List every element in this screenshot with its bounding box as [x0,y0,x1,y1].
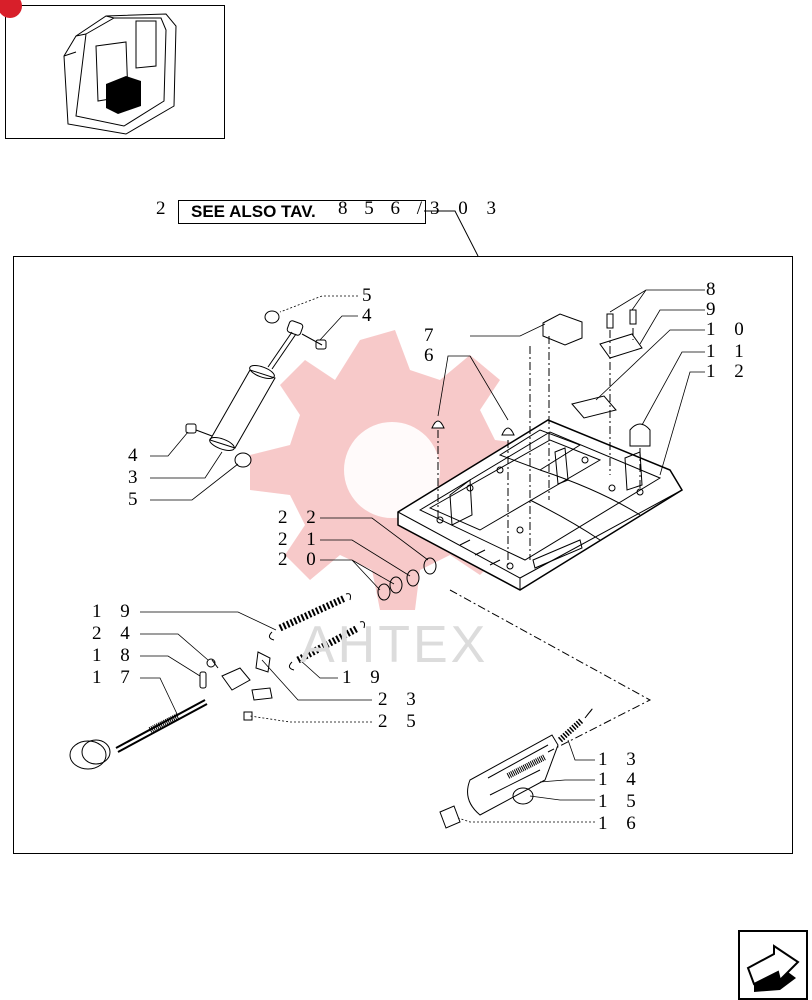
callout-19-right: 1 9 [342,667,387,688]
callout-6: 6 [424,345,441,366]
callout-12: 1 2 [706,361,751,382]
callout-16: 1 6 [598,813,643,834]
callout-22: 2 2 [278,507,323,528]
callout-15: 1 5 [598,791,643,812]
callout-19-left: 1 9 [92,601,137,622]
next-page-button[interactable] [738,930,808,1000]
callout-4-top: 4 [362,305,379,326]
callout-4-bottom: 4 [128,445,145,466]
reference-prefix: 2 [156,198,172,219]
exploded-view-frame [13,256,793,854]
page-badge [0,0,22,18]
cab-thumbnail-icon [63,13,177,135]
callout-20: 2 0 [278,549,323,570]
callout-14: 1 4 [598,769,643,790]
next-page-arrow-icon [746,944,800,992]
location-thumbnail[interactable] [0,0,225,139]
callout-7: 7 [424,325,441,346]
callout-21: 2 1 [278,529,323,550]
callout-23: 2 3 [378,689,423,710]
callout-25: 2 5 [378,711,423,732]
see-also-box[interactable]: SEE ALSO TAV. [178,200,426,224]
callout-3: 3 [128,467,145,488]
callout-5-top: 5 [362,285,379,306]
callout-18: 1 8 [92,645,137,666]
see-also-label: SEE ALSO TAV. [191,202,316,221]
callout-5-bottom: 5 [128,489,145,510]
callout-11: 1 1 [706,341,751,362]
reference-table-number: 8 5 6 / [338,198,429,219]
callout-13: 1 3 [598,749,643,770]
callout-24: 2 4 [92,623,137,644]
watermark-text: AHTEX [300,616,489,674]
reference-suffix: 3 0 3 [430,198,503,219]
callout-9: 9 [706,299,723,320]
callout-17: 1 7 [92,667,137,688]
callout-10: 1 0 [706,319,751,340]
callout-8: 8 [706,279,723,300]
